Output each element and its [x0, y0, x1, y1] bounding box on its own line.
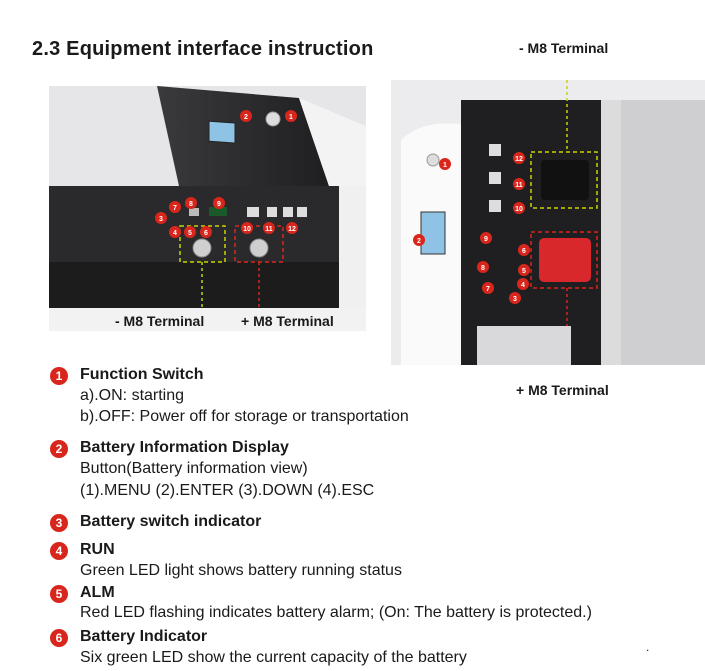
callout-7: 7 [173, 205, 177, 212]
device-side-view-illustration: 1 2 3 4 5 6 7 8 9 10 11 12 [391, 80, 705, 365]
callout-2: 2 [244, 114, 248, 121]
side-callout-10: 10 [515, 206, 523, 213]
item-number-badge: 3 [50, 514, 68, 532]
item-number-badge: 5 [50, 585, 68, 603]
right-minus-m8-terminal-label: - M8 Terminal [519, 40, 609, 56]
item-heading: Battery switch indicator [80, 513, 262, 530]
section-title: 2.3 Equipment interface instruction [32, 38, 374, 60]
side-callout-7: 7 [486, 286, 490, 293]
item-line: b).OFF: Power off for storage or transpo… [80, 408, 409, 425]
callout-6: 6 [204, 230, 208, 237]
plus-m8-terminal-label: + M8 Terminal [241, 313, 334, 329]
callout-3: 3 [159, 216, 163, 223]
item-number-badge: 4 [50, 542, 68, 560]
item-line: Red LED flashing indicates battery alarm… [80, 604, 592, 621]
item-heading: ALM [80, 584, 115, 601]
item-line: Green LED light shows battery running st… [80, 562, 402, 579]
item-number-badge: 6 [50, 629, 68, 647]
item-number-badge: 2 [50, 440, 68, 458]
item-heading: RUN [80, 541, 115, 558]
callout-5: 5 [188, 230, 192, 237]
callout-10: 10 [243, 226, 251, 233]
side-callout-4: 4 [521, 282, 525, 289]
callout-12: 12 [288, 226, 296, 233]
side-callout-11: 11 [515, 182, 523, 189]
trailing-mark: . [646, 640, 650, 654]
side-callout-8: 8 [481, 265, 485, 272]
side-callout-3: 3 [513, 296, 517, 303]
side-callout-5: 5 [522, 268, 526, 275]
device-top-view-illustration: 1 2 3 4 5 6 7 8 9 10 11 12 [49, 86, 366, 331]
callout-11: 11 [265, 226, 273, 233]
item-line: a).ON: starting [80, 387, 185, 404]
device-top-view-figure: 1 2 3 4 5 6 7 8 9 10 11 12 - M8 Terminal… [49, 86, 366, 331]
item-heading: Battery Information Display [80, 439, 289, 456]
callout-9: 9 [217, 201, 221, 208]
item-line: (1).MENU (2).ENTER (3).DOWN (4).ESC [80, 482, 375, 499]
side-callout-9: 9 [484, 236, 488, 243]
callout-8: 8 [189, 201, 193, 208]
right-plus-m8-terminal-label: + M8 Terminal [516, 382, 609, 398]
item-heading: Function Switch [80, 366, 204, 383]
side-callout-12: 12 [515, 156, 523, 163]
side-callout-6: 6 [522, 248, 526, 255]
device-side-view-figure: 1 2 3 4 5 6 7 8 9 10 11 12 [391, 80, 705, 365]
item-number-badge: 1 [50, 367, 68, 385]
callout-1: 1 [289, 114, 293, 121]
minus-m8-terminal-label: - M8 Terminal [115, 313, 205, 329]
item-line: Six green LED show the current capacity … [80, 649, 467, 666]
item-line: Button(Battery information view) [80, 460, 308, 477]
callout-4: 4 [173, 230, 177, 237]
item-heading: Battery Indicator [80, 628, 208, 645]
side-callout-2: 2 [417, 238, 421, 245]
side-callout-1: 1 [443, 162, 447, 169]
